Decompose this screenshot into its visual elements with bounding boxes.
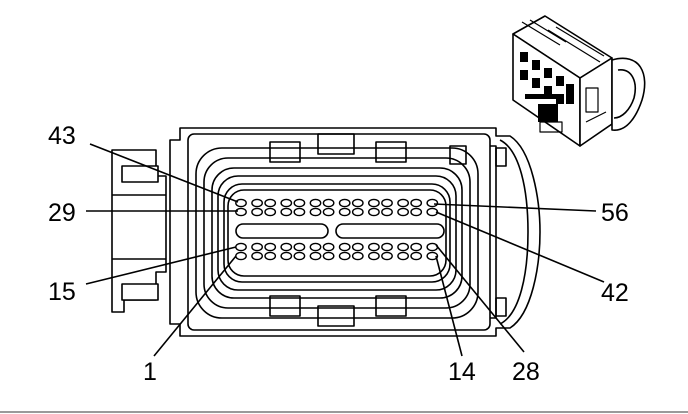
cavity [351,242,364,252]
cavity [351,251,364,261]
cavity [367,251,380,261]
cavity [251,198,264,208]
cavity [367,198,380,208]
pin-label-14: 14 [448,358,476,386]
cavity [351,207,364,217]
cavity [280,207,293,217]
cavity [235,207,247,217]
cavity [251,207,264,217]
cavity [410,198,423,208]
pin-label-15: 15 [48,278,76,306]
pin-label-28: 28 [512,358,540,386]
cavity [264,207,277,217]
cavity [309,242,322,252]
cavity [309,251,322,261]
cavity [293,207,306,217]
cavity [381,207,393,217]
cavity [410,251,423,261]
cavity [264,242,277,252]
cavity [381,198,393,208]
cavity [426,242,439,252]
cavity [367,207,380,217]
pin-label-42: 42 [601,279,629,307]
cavity [322,251,335,261]
cavity [338,242,351,252]
cavity [381,251,393,261]
pin-label-1: 1 [143,358,157,386]
leader-14 [435,255,463,357]
cavity [397,198,409,208]
leader-56 [433,203,597,212]
cavity [309,198,322,208]
cavity [322,198,335,208]
leader-43 [89,143,239,203]
pin-label-56: 56 [601,199,629,227]
bottom-rule [0,411,688,413]
cavity [410,242,423,252]
cavity [426,207,439,217]
cavity [280,198,293,208]
leader-lines [85,143,605,357]
cavity [293,198,306,208]
cavity [367,242,380,252]
cavity [381,242,393,252]
cavity [235,251,247,261]
leader-15 [85,246,237,285]
cavity [397,207,409,217]
cavity [322,242,335,252]
cavity [397,242,409,252]
cavity [280,251,293,261]
cavity [293,242,306,252]
cavity [293,251,306,261]
cavity [251,251,264,261]
cavity [338,198,351,208]
cavity [322,207,335,217]
cavity [309,207,322,217]
cavity [410,207,423,217]
cavity [351,198,364,208]
cavity [426,198,439,208]
cavity [251,242,264,252]
cavity [397,251,409,261]
cavity [264,198,277,208]
cavity [280,242,293,252]
cavity [338,251,351,261]
cavity [338,207,351,217]
cavity [264,251,277,261]
leader-42 [435,211,605,283]
leader-28 [435,244,525,353]
cavity [235,242,247,252]
cavity [426,251,439,261]
leader-1 [153,255,237,357]
pin-label-29: 29 [48,199,76,227]
cavity [235,198,247,208]
pin-label-43: 43 [48,122,76,150]
connector-isometric-view [512,15,646,147]
connector-face-view [111,127,541,337]
